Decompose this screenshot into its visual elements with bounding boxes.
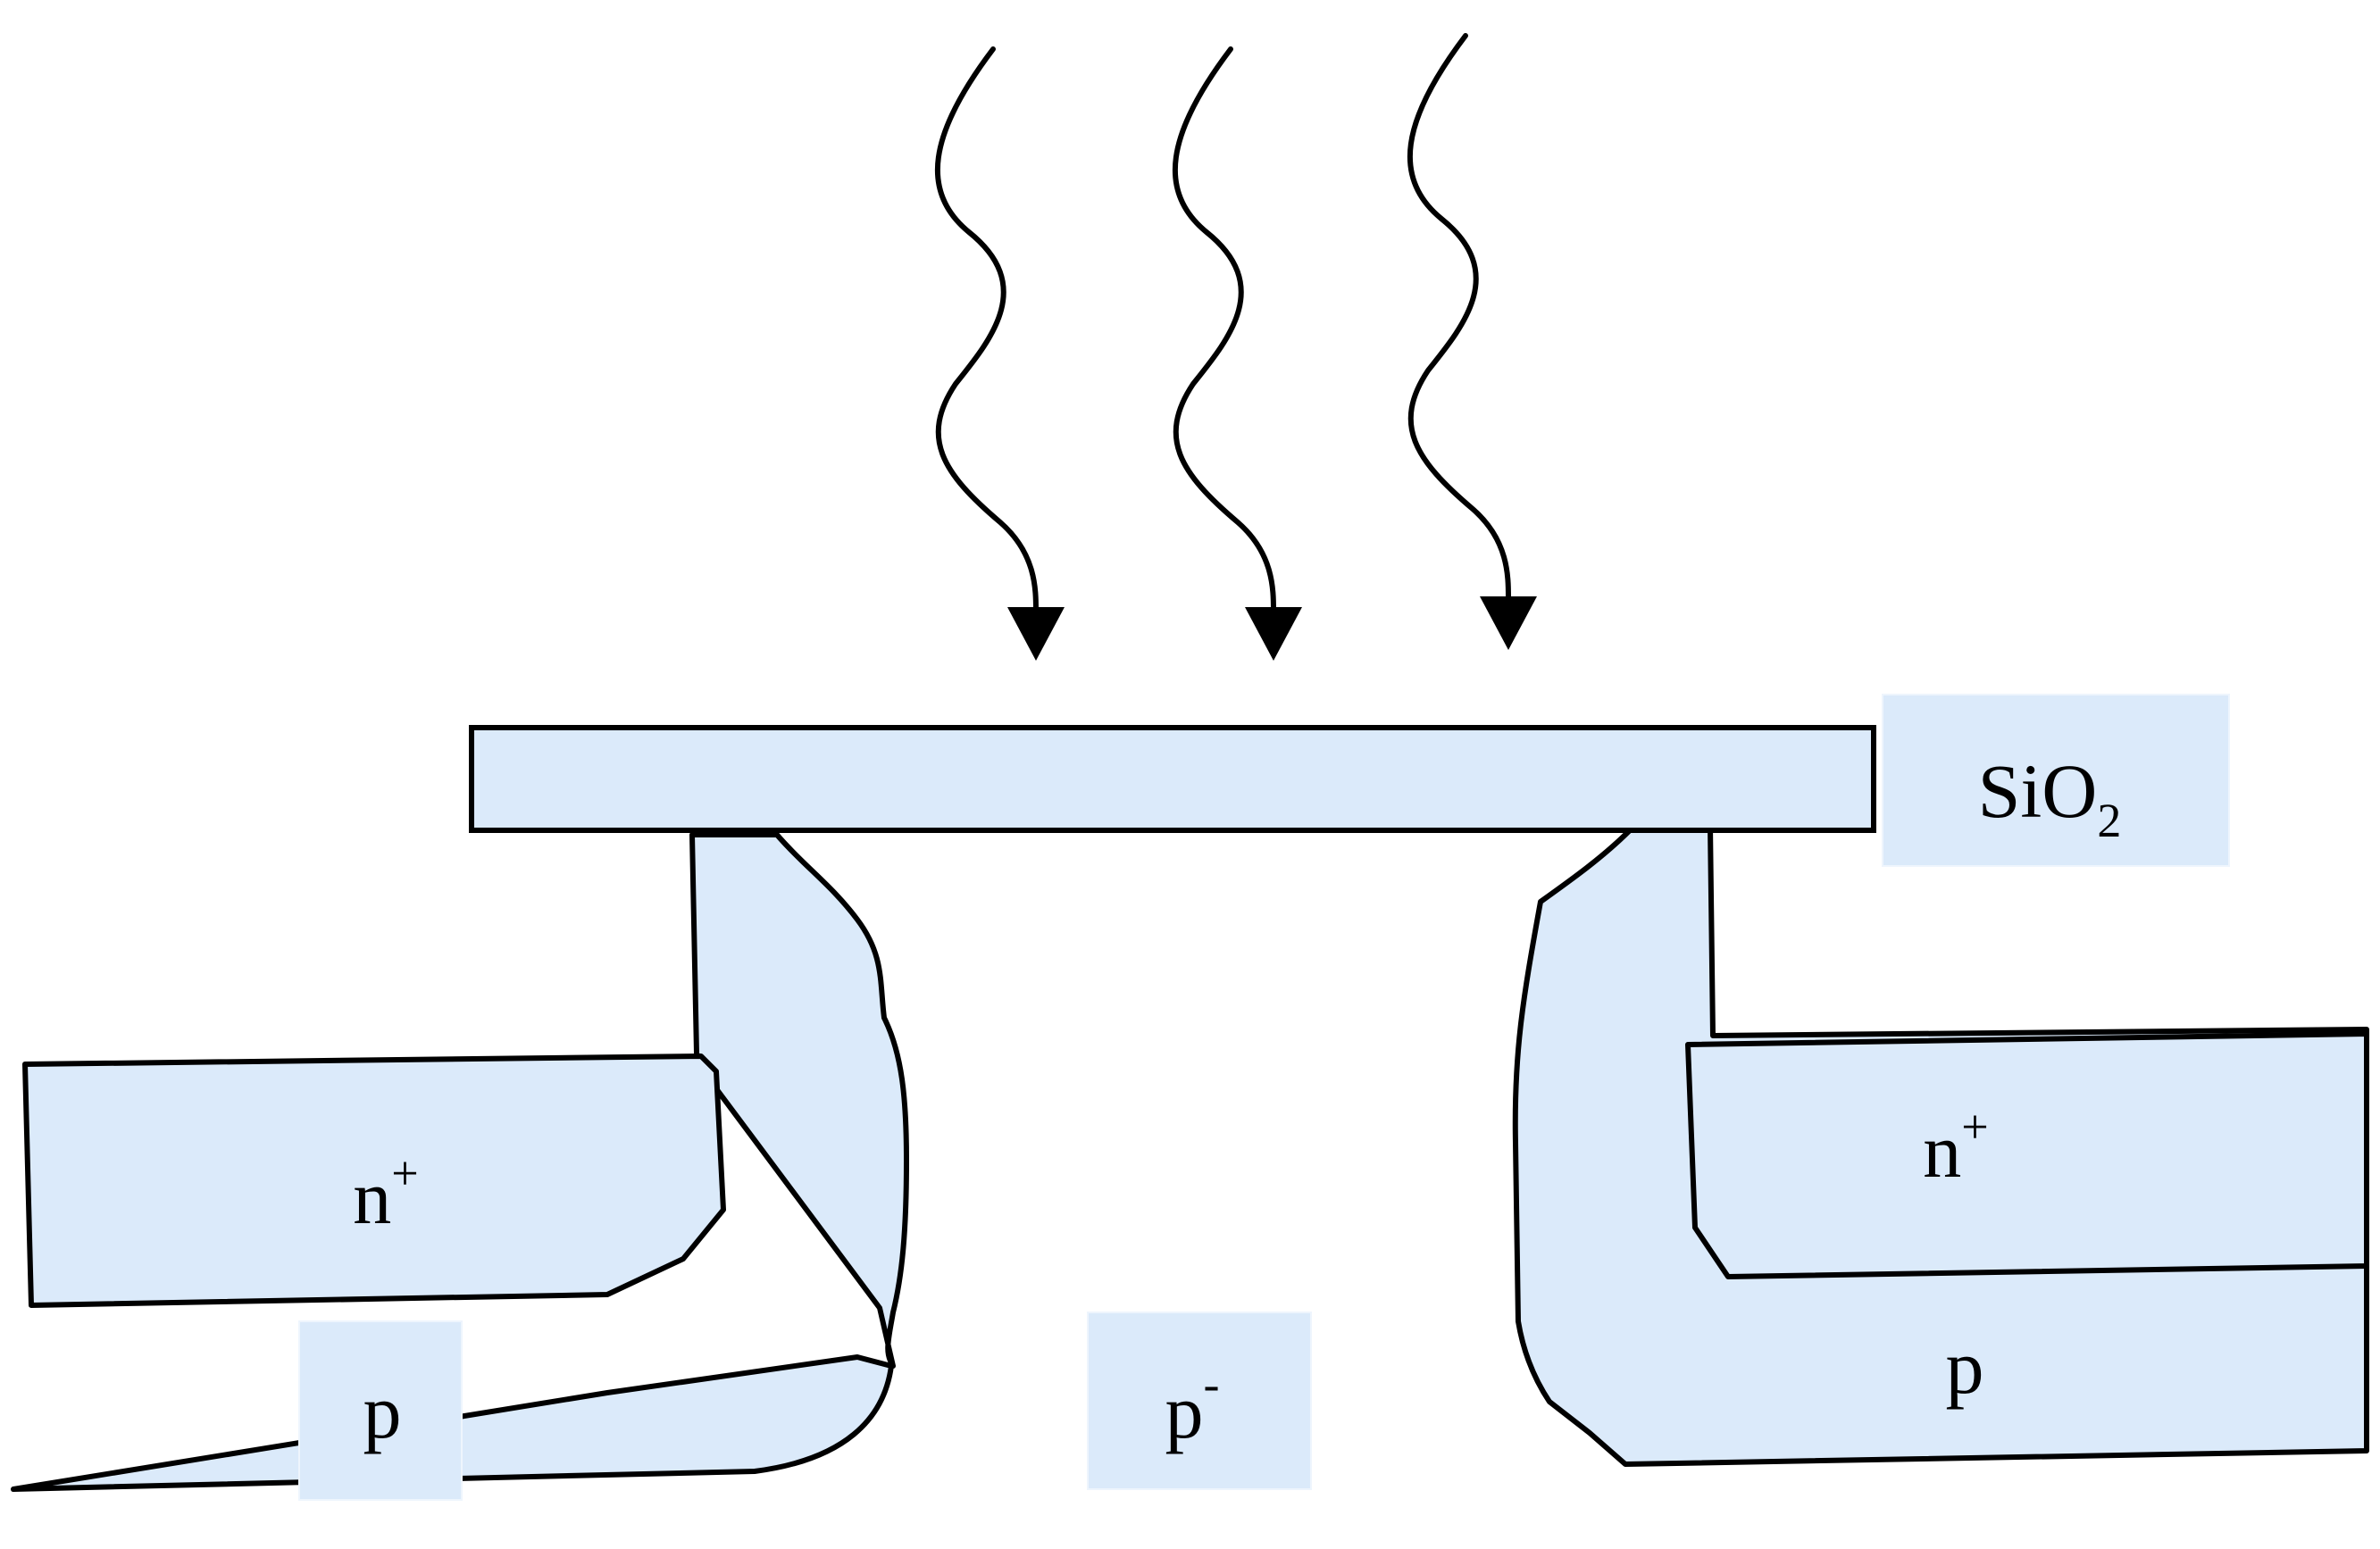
oxide-label-subscript: 2 [2097,794,2121,847]
n-plus-left-base: n [353,1154,391,1240]
p-label-left: p [298,1320,463,1501]
n-plus-right-base: n [1923,1108,1961,1194]
p-minus-superscript: - [1204,1357,1220,1411]
svg-text:n+: n+ [353,1146,418,1240]
radiation-arrows [934,33,1537,661]
svg-text:p-: p- [1165,1357,1220,1454]
n-plus-left-superscript: + [391,1146,418,1200]
p-minus-base: p [1165,1369,1204,1454]
spacer-left [689,832,909,1369]
n-plus-region-right [1685,1031,2369,1279]
oxide-layer [469,725,1876,833]
p-minus-label: p- [1087,1312,1312,1490]
p-left-text: p [363,1369,402,1454]
n-plus-region-left [22,1053,726,1308]
p-label-right: p [1946,1324,1984,1410]
svg-text:n+: n+ [1923,1100,1988,1194]
oxide-label-base: SiO [1978,748,2098,834]
radiation-arrow-icon [934,46,1065,661]
radiation-arrow-icon [1172,46,1302,661]
n-plus-label-left: n+ [353,1146,418,1240]
svg-text:SiO2: SiO2 [1978,748,2122,847]
n-plus-label-right: n+ [1923,1100,1988,1194]
radiation-arrow-icon [1407,33,1537,650]
p-right-text: p [1946,1324,1984,1410]
oxide-label: SiO2 [1882,694,2230,867]
n-plus-right-superscript: + [1961,1100,1988,1153]
